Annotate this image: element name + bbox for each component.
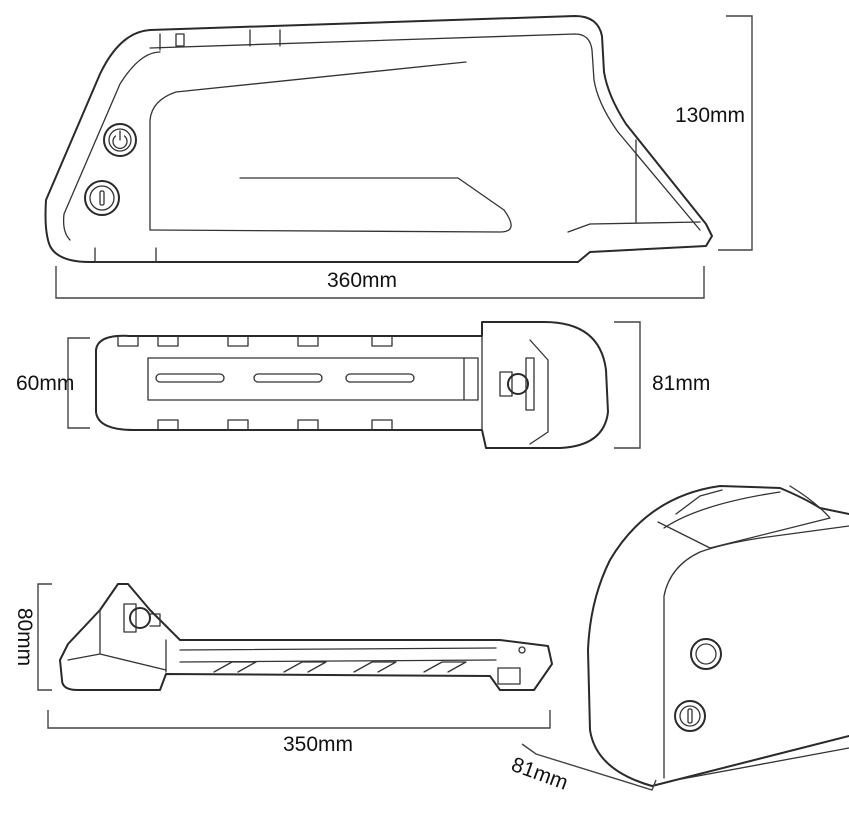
battery-top-view: 60mm 81mm [16,321,710,449]
battery-perspective-view: 81mm [508,485,849,795]
mounting-rail-view: 80mm 350mm [13,583,553,756]
mount-height-label: 80mm [13,608,36,666]
rear-width-dimension-line [614,321,641,449]
length-dimension-line [55,266,705,299]
side-length-label: 360mm [327,269,397,292]
height-dimension-line [718,15,753,251]
front-width-dimension-line [67,337,90,429]
side-height-label: 130mm [675,104,745,127]
perspective-width-label: 81mm [508,753,571,795]
top-front-width-label: 60mm [16,372,74,395]
mount-height-dimension-line [37,583,52,691]
mount-length-dimension-line [47,710,551,729]
perspective-width-dimension-line [521,743,657,791]
mount-length-label: 350mm [283,733,353,756]
perspective-lock-icon [674,700,706,732]
top-rear-width-label: 81mm [652,372,710,395]
perspective-power-icon [690,638,722,670]
lock-icon [84,180,120,216]
power-icon [103,123,137,157]
battery-side-view: 130mm 360mm [44,15,753,299]
